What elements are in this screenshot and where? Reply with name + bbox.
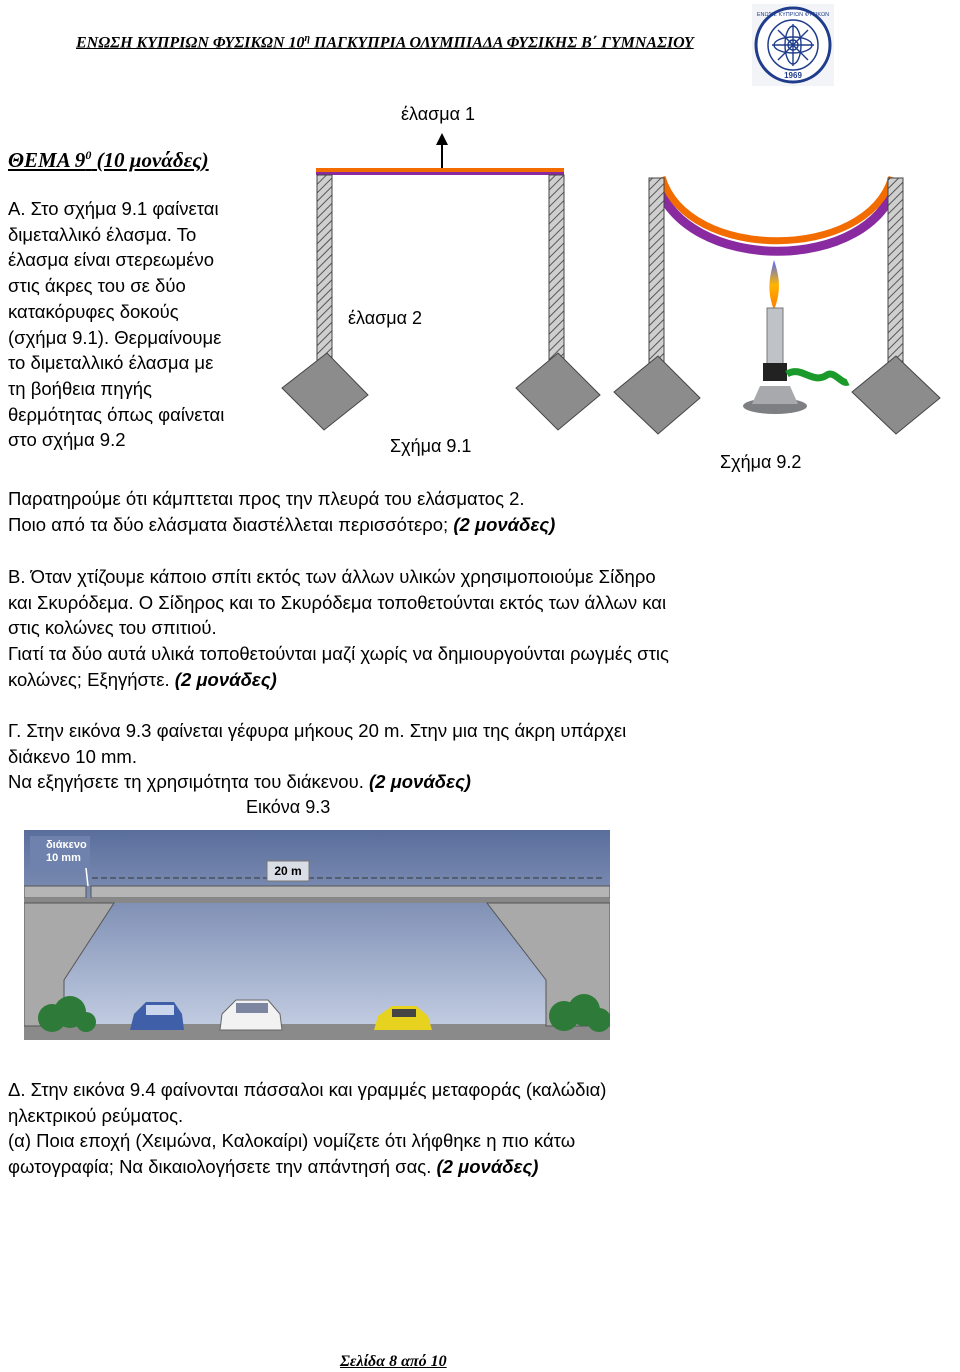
caption-fig-9-2: Σχήμα 9.2 — [720, 452, 802, 472]
part-a-observation: Παρατηρούμε ότι κάμπτεται προς την πλευρ… — [8, 488, 525, 509]
left-post — [648, 177, 665, 374]
bridge-image: διάκενο 10 mm 20 m — [24, 830, 610, 1040]
svg-text:1969: 1969 — [784, 71, 802, 80]
bush-left — [38, 996, 96, 1032]
right-post — [887, 177, 904, 374]
caption-fig-9-3: Εικόνα 9.3 — [246, 797, 331, 817]
theme-title: ΘΕΜΑ 90 (10 μονάδες) — [8, 148, 209, 172]
right-post — [548, 174, 565, 371]
bent-strip-layer-1 — [658, 175, 896, 245]
left-post — [316, 174, 333, 371]
car-blue-icon — [130, 1002, 184, 1030]
part-c-text: Γ. Στην εικόνα 9.3 φαίνεται γέφυρα μήκου… — [8, 720, 627, 793]
left-base — [281, 352, 369, 431]
bridge-deck — [90, 885, 610, 899]
bent-strip-layer-2 — [651, 178, 902, 256]
part-a-question: Ποιο από τα δύο ελάσματα διαστέλλεται πε… — [8, 514, 556, 535]
svg-text:ΕΝΩΣΙΣ ΚΥΠΡΙΩΝ ΦΥΣΙΚΩΝ: ΕΝΩΣΙΣ ΚΥΠΡΙΩΝ ΦΥΣΙΚΩΝ — [757, 12, 829, 18]
bunsen-burner-icon — [743, 260, 850, 414]
length-label: 20 m — [274, 864, 301, 878]
bush-right — [549, 994, 610, 1032]
header-title: ΕΝΩΣΗ ΚΥΠΡΙΩΝ ΦΥΣΙΚΩΝ 10η ΠΑΓΚΥΠΡΙΑ ΟΛΥΜ… — [76, 33, 694, 52]
car-white-icon — [219, 999, 283, 1031]
label-strip-2: έλασμα 2 — [348, 308, 423, 328]
part-b-text: Β. Όταν χτίζουμε κάποιο σπίτι εκτός των … — [8, 566, 669, 690]
figure-9-1 — [281, 133, 601, 431]
gap-label: διάκενο — [46, 839, 87, 851]
car-yellow-icon — [374, 1006, 432, 1030]
caption-fig-9-1: Σχήμα 9.1 — [390, 436, 472, 456]
logo-seal: 1969 ΕΝΩΣΙΣ ΚΥΠΡΙΩΝ ΦΥΣΙΚΩΝ — [752, 4, 834, 86]
strip-layer-1 — [316, 168, 564, 172]
figure-9-2 — [613, 175, 941, 435]
right-base — [851, 355, 941, 435]
page-footer: Σελίδα 8 από 10 — [340, 1353, 447, 1370]
label-strip-1: έλασμα 1 — [401, 104, 476, 124]
part-d-text: Δ. Στην εικόνα 9.4 φαίνονται πάσσαλοι κα… — [8, 1079, 607, 1178]
right-base — [515, 352, 601, 431]
gap-size-label: 10 mm — [46, 852, 81, 864]
left-base — [613, 355, 701, 435]
strip-layer-2 — [316, 172, 564, 175]
